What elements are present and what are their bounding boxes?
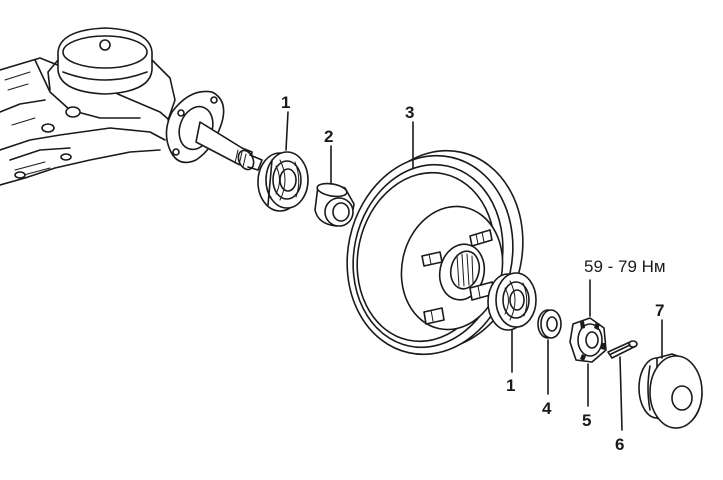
leader-6 — [619, 356, 623, 431]
label-bearing-outer: 1 — [281, 93, 290, 112]
label-bearing-inner: 1 — [506, 376, 515, 395]
torque-spec: 59 - 79 Нм — [584, 257, 666, 276]
bearing-inner-race — [314, 182, 355, 227]
label-hub-cap: 7 — [655, 301, 664, 320]
label-castle-nut: 5 — [582, 411, 591, 430]
label-cotter-pin: 6 — [615, 435, 624, 454]
label-brake-drum: 3 — [405, 103, 414, 122]
thrust-washer — [537, 309, 562, 339]
hub-cap — [638, 353, 703, 429]
castle-nut — [569, 317, 607, 363]
cotter-pin — [607, 340, 638, 359]
outer-bearing — [257, 151, 309, 212]
inner-bearing — [487, 272, 537, 331]
leader-1-top — [285, 111, 289, 151]
suspension-knuckle — [0, 27, 176, 186]
label-washer: 4 — [542, 399, 552, 418]
spindle-shaft — [195, 121, 263, 171]
brake-drum — [346, 149, 524, 356]
label-inner-race: 2 — [324, 127, 333, 146]
